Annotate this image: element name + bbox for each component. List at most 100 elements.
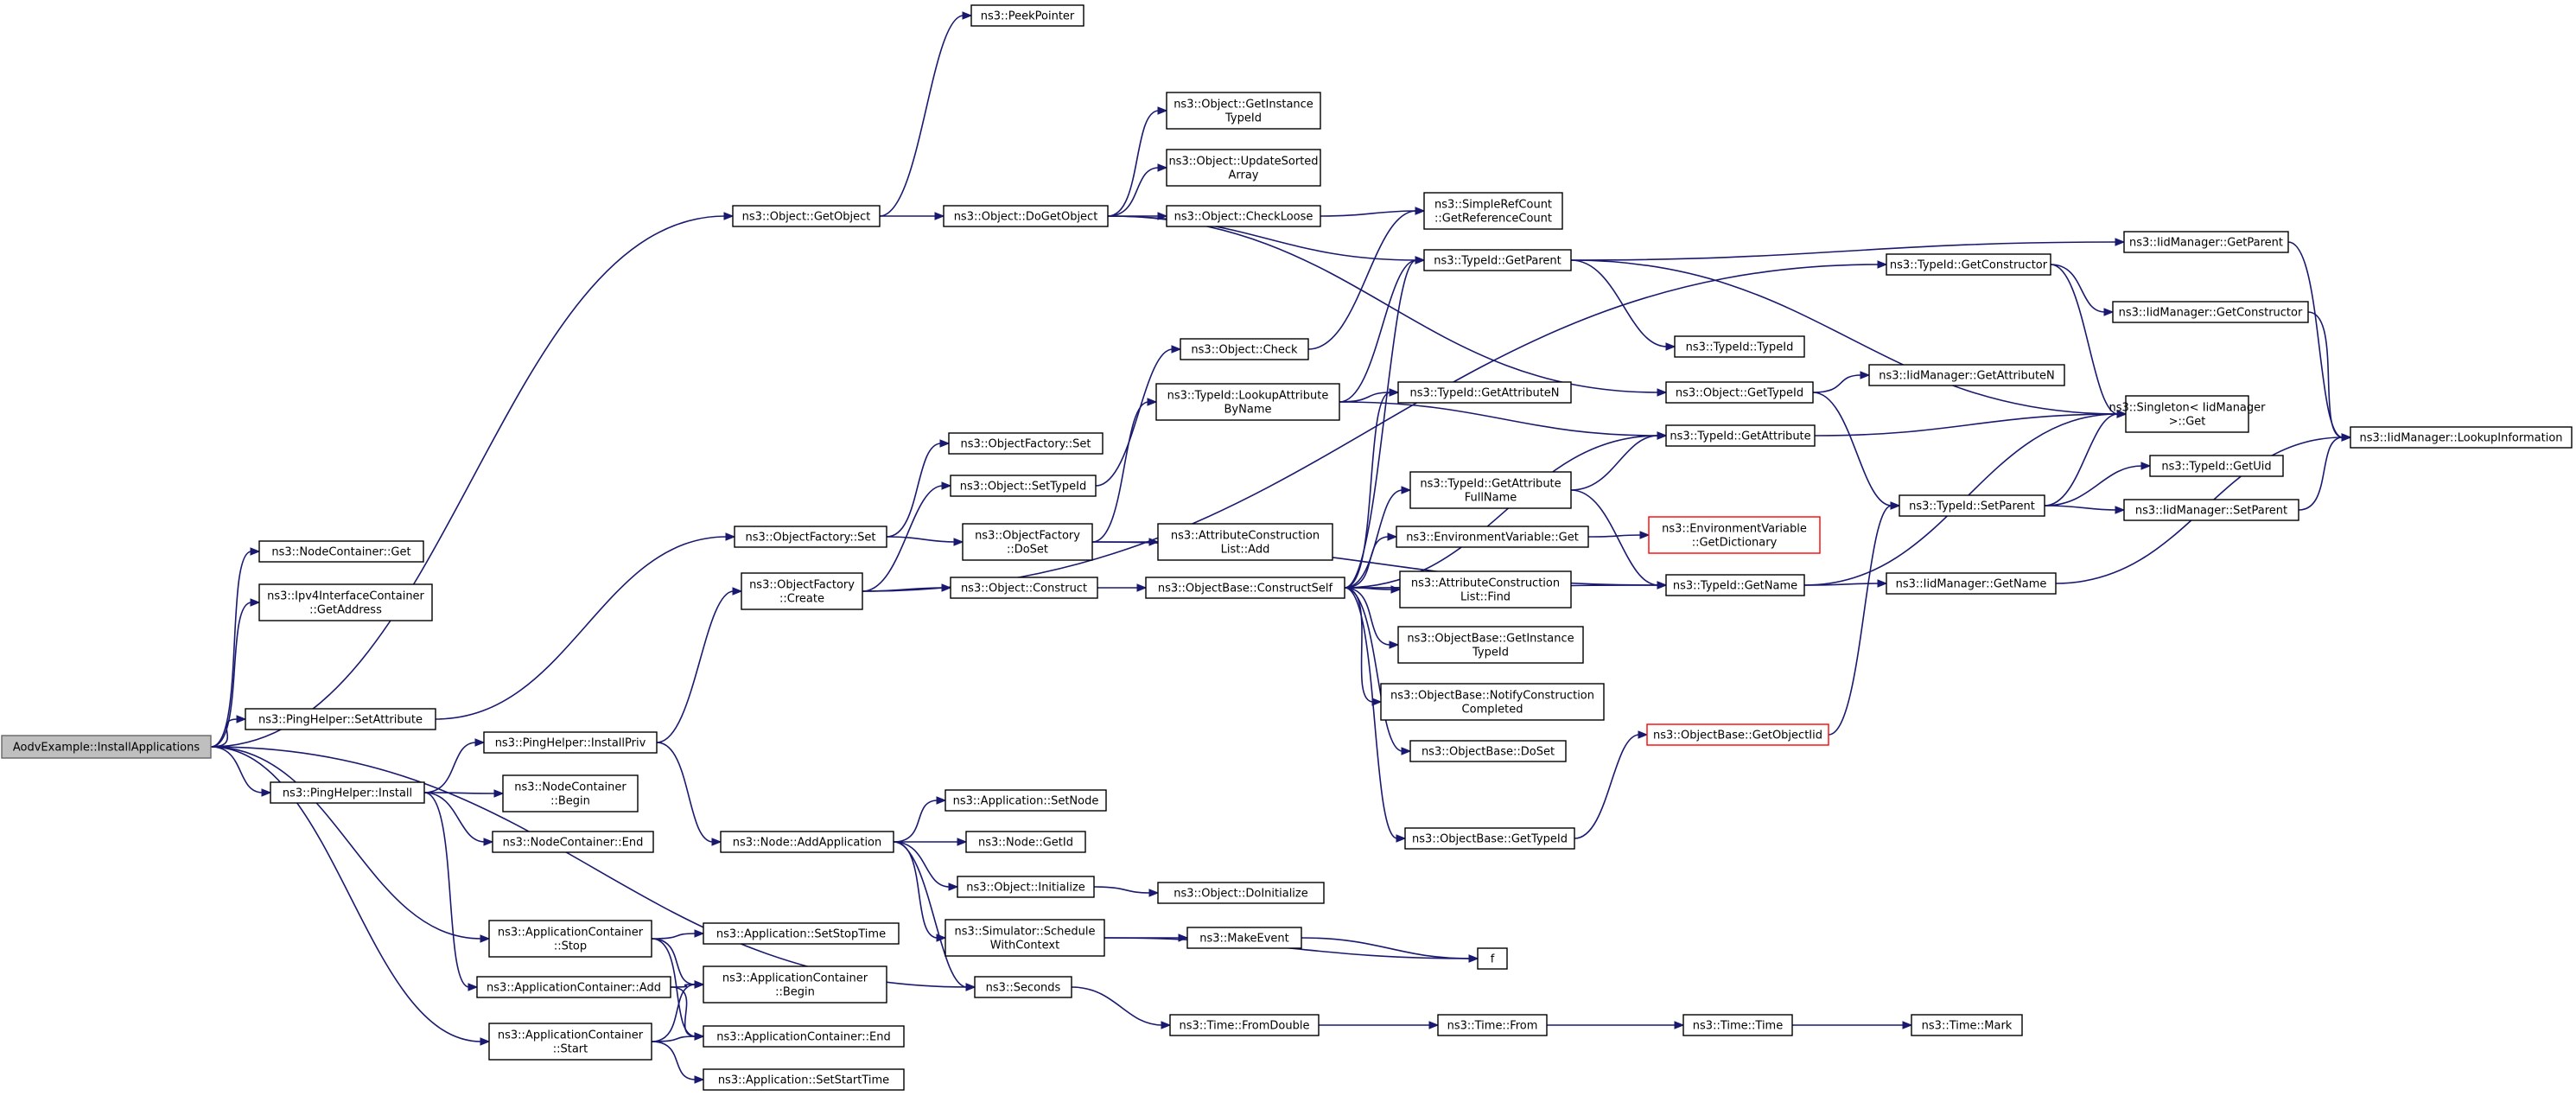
node-box-peekpointer: [970, 4, 1084, 27]
node-obj_doinitialize[interactable]: ns3::Object::DoInitialize: [1157, 882, 1325, 904]
node-label-appcont_begin-1: ::Begin: [775, 986, 815, 999]
node-label-time_time-0: ns3::Time::Time: [1693, 1020, 1783, 1033]
node-node_getid[interactable]: ns3::Node::GetId: [965, 831, 1086, 853]
node-pinghelper_install[interactable]: ns3::PingHelper::Install: [270, 781, 425, 804]
node-ipv4_getaddr[interactable]: ns3::Ipv4InterfaceContainer::GetAddress: [258, 583, 433, 621]
arrowhead-appcont_start-to-app_setstarttime: [694, 1075, 705, 1084]
edge-iid_getconstructor-to-iid_lookupinfo: [2307, 311, 2344, 438]
edge-obj_gettypeid-to-typeid_setparent: [1812, 392, 1892, 507]
node-objfactory_set2[interactable]: ns3::ObjectFactory::Set: [948, 432, 1104, 455]
node-box-obj_initialize: [957, 876, 1095, 898]
node-box-node_addapp: [720, 831, 894, 853]
node-box-objfactory_create: [741, 572, 863, 610]
node-obj_getobject[interactable]: ns3::Object::GetObject: [732, 205, 881, 227]
edge-typeid_getattrfullname-to-typeid_getname: [1570, 489, 1659, 586]
node-typeid_getattributen[interactable]: ns3::TypeId::GetAttributeN: [1397, 381, 1572, 404]
arrowhead-node_addapp-to-node_getid: [957, 838, 968, 846]
node-typeid_typeid[interactable]: ns3::TypeId::TypeId: [1674, 335, 1805, 358]
node-typeid_getuid[interactable]: ns3::TypeId::GetUid: [2149, 455, 2284, 477]
node-typeid_getname[interactable]: ns3::TypeId::GetName: [1665, 574, 1805, 596]
node-f[interactable]: f: [1477, 947, 1508, 970]
arrowhead-typeid_getparent-to-typeid_typeid: [1665, 342, 1676, 351]
node-obj_gettypeid[interactable]: ns3::Object::GetTypeId: [1665, 381, 1814, 404]
node-time_mark[interactable]: ns3::Time::Mark: [1911, 1014, 2023, 1036]
node-appcont_begin[interactable]: ns3::ApplicationContainer::Begin: [703, 965, 887, 1004]
node-app_setstoptime[interactable]: ns3::Application::SetStopTime: [703, 922, 900, 945]
node-appcont_start[interactable]: ns3::ApplicationContainer::Start: [488, 1023, 652, 1061]
node-label-iid_getconstructor-0: ns3::IidManager::GetConstructor: [2119, 307, 2303, 320]
node-time_from[interactable]: ns3::Time::From: [1437, 1014, 1548, 1036]
node-obj_construct[interactable]: ns3::Object::Construct: [950, 577, 1098, 599]
node-app_setnode[interactable]: ns3::Application::SetNode: [945, 789, 1107, 812]
node-objbase_constructself[interactable]: ns3::ObjectBase::ConstructSelf: [1145, 577, 1345, 599]
node-iid_getconstructor[interactable]: ns3::IidManager::GetConstructor: [2112, 301, 2309, 323]
node-nc_get[interactable]: ns3::NodeContainer::Get: [258, 540, 424, 563]
node-objfactory_create[interactable]: ns3::ObjectFactory::Create: [741, 572, 863, 610]
node-appcont_add[interactable]: ns3::ApplicationContainer::Add: [476, 976, 671, 998]
node-nc_end[interactable]: ns3::NodeContainer::End: [492, 831, 654, 853]
node-time_time[interactable]: ns3::Time::Time: [1682, 1014, 1793, 1036]
node-label-pinghelper_setattr-0: ns3::PingHelper::SetAttribute: [258, 714, 423, 727]
edge-obj_initialize-to-obj_doinitialize: [1093, 886, 1151, 894]
node-objfactory_set[interactable]: ns3::ObjectFactory::Set: [734, 526, 887, 548]
node-iid_lookupinfo[interactable]: ns3::IidManager::LookupInformation: [2350, 426, 2573, 449]
node-envvar_get[interactable]: ns3::EnvironmentVariable::Get: [1396, 526, 1589, 548]
edge-typeid_setparent-to-iid_setparent: [2044, 505, 2117, 511]
node-typeid_setparent[interactable]: ns3::TypeId::SetParent: [1899, 494, 2045, 517]
edge-objbase_constructself-to-objbase_getinstancetypeid: [1344, 587, 1391, 646]
node-objbase_doset[interactable]: ns3::ObjectBase::DoSet: [1409, 740, 1567, 762]
node-nc_begin[interactable]: ns3::NodeContainer::Begin: [502, 774, 639, 812]
node-iid_setparent[interactable]: ns3::IidManager::SetParent: [2123, 499, 2299, 521]
node-iid_getattributen[interactable]: ns3::IidManager::GetAttributeN: [1868, 364, 2065, 386]
node-obj_checkloose[interactable]: ns3::Object::CheckLoose: [1166, 205, 1321, 227]
arrowhead-objbase_constructself-to-objbase_getinstancetypeid: [1389, 640, 1400, 649]
node-node_addapp[interactable]: ns3::Node::AddApplication: [720, 831, 894, 853]
node-time_fromdouble[interactable]: ns3::Time::FromDouble: [1169, 1014, 1320, 1036]
node-iid_getparent[interactable]: ns3::IidManager::GetParent: [2123, 231, 2289, 253]
node-objbase_notify[interactable]: ns3::ObjectBase::NotifyConstructionCompl…: [1380, 683, 1605, 721]
node-typeid_getattribute[interactable]: ns3::TypeId::GetAttribute: [1665, 424, 1816, 447]
node-pinghelper_installpriv[interactable]: ns3::PingHelper::InstallPriv: [483, 731, 658, 754]
node-box-singleton_get: [2125, 395, 2249, 433]
node-label-app_setnode-0: ns3::Application::SetNode: [953, 795, 1099, 808]
node-app_setstarttime[interactable]: ns3::Application::SetStartTime: [703, 1068, 905, 1091]
arrowhead-obj_dogetobject-to-obj_getinstancetypeid: [1157, 106, 1168, 115]
node-label-objbase_notify-0: ns3::ObjectBase::NotifyConstruction: [1390, 690, 1594, 703]
node-obj_dogetobject[interactable]: ns3::Object::DoGetObject: [943, 205, 1109, 227]
node-envvar_getdict[interactable]: ns3::EnvironmentVariable::GetDictionary: [1648, 516, 1821, 554]
node-objbase_getobjectiid[interactable]: ns3::ObjectBase::GetObjectIid: [1646, 723, 1829, 746]
node-iid_getname[interactable]: ns3::IidManager::GetName: [1886, 572, 2057, 595]
node-singleton_get[interactable]: ns3::Singleton< IidManager >::Get: [2109, 395, 2266, 433]
node-label-obj_gettypeid-0: ns3::Object::GetTypeId: [1676, 387, 1803, 400]
node-pinghelper_setattr[interactable]: ns3::PingHelper::SetAttribute: [245, 708, 436, 730]
node-box-iid_setparent: [2123, 499, 2299, 521]
node-typeid_getparent[interactable]: ns3::TypeId::GetParent: [1423, 249, 1572, 271]
node-objbase_gettypeid[interactable]: ns3::ObjectBase::GetTypeId: [1404, 827, 1575, 850]
node-peekpointer[interactable]: ns3::PeekPointer: [970, 4, 1084, 27]
node-obj_check[interactable]: ns3::Object::Check: [1180, 338, 1309, 360]
node-label-obj_getinstancetypeid-0: ns3::Object::GetInstance: [1174, 99, 1313, 112]
node-appcont_end[interactable]: ns3::ApplicationContainer::End: [703, 1025, 905, 1048]
node-appcont_stop[interactable]: ns3::ApplicationContainer::Stop: [488, 920, 652, 958]
node-label-typeid_getattributen-0: ns3::TypeId::GetAttributeN: [1409, 387, 1559, 400]
node-objfactory_doset[interactable]: ns3::ObjectFactory::DoSet: [962, 523, 1093, 561]
nodes-layer: AodvExample::InstallApplicationsns3::Nod…: [1, 4, 2573, 1091]
node-label-nc_begin-1: ::Begin: [550, 795, 590, 808]
node-makeevent[interactable]: ns3::MakeEvent: [1186, 927, 1302, 949]
node-obj_initialize[interactable]: ns3::Object::Initialize: [957, 876, 1095, 898]
node-typeid_getconstructor[interactable]: ns3::TypeId::GetConstructor: [1886, 253, 2051, 276]
arrowhead-root-to-appcont_stop: [480, 934, 491, 943]
edge-typeid_lookupattr-to-typeid_getparent: [1339, 259, 1417, 403]
node-seconds[interactable]: ns3::Seconds: [974, 976, 1072, 998]
arrowhead-root-to-ipv4_getaddr: [250, 598, 261, 607]
node-simplerefcount[interactable]: ns3::SimpleRefCount::GetReferenceCount: [1423, 192, 1563, 230]
node-obj_settypeid[interactable]: ns3::Object::SetTypeId: [950, 475, 1097, 497]
